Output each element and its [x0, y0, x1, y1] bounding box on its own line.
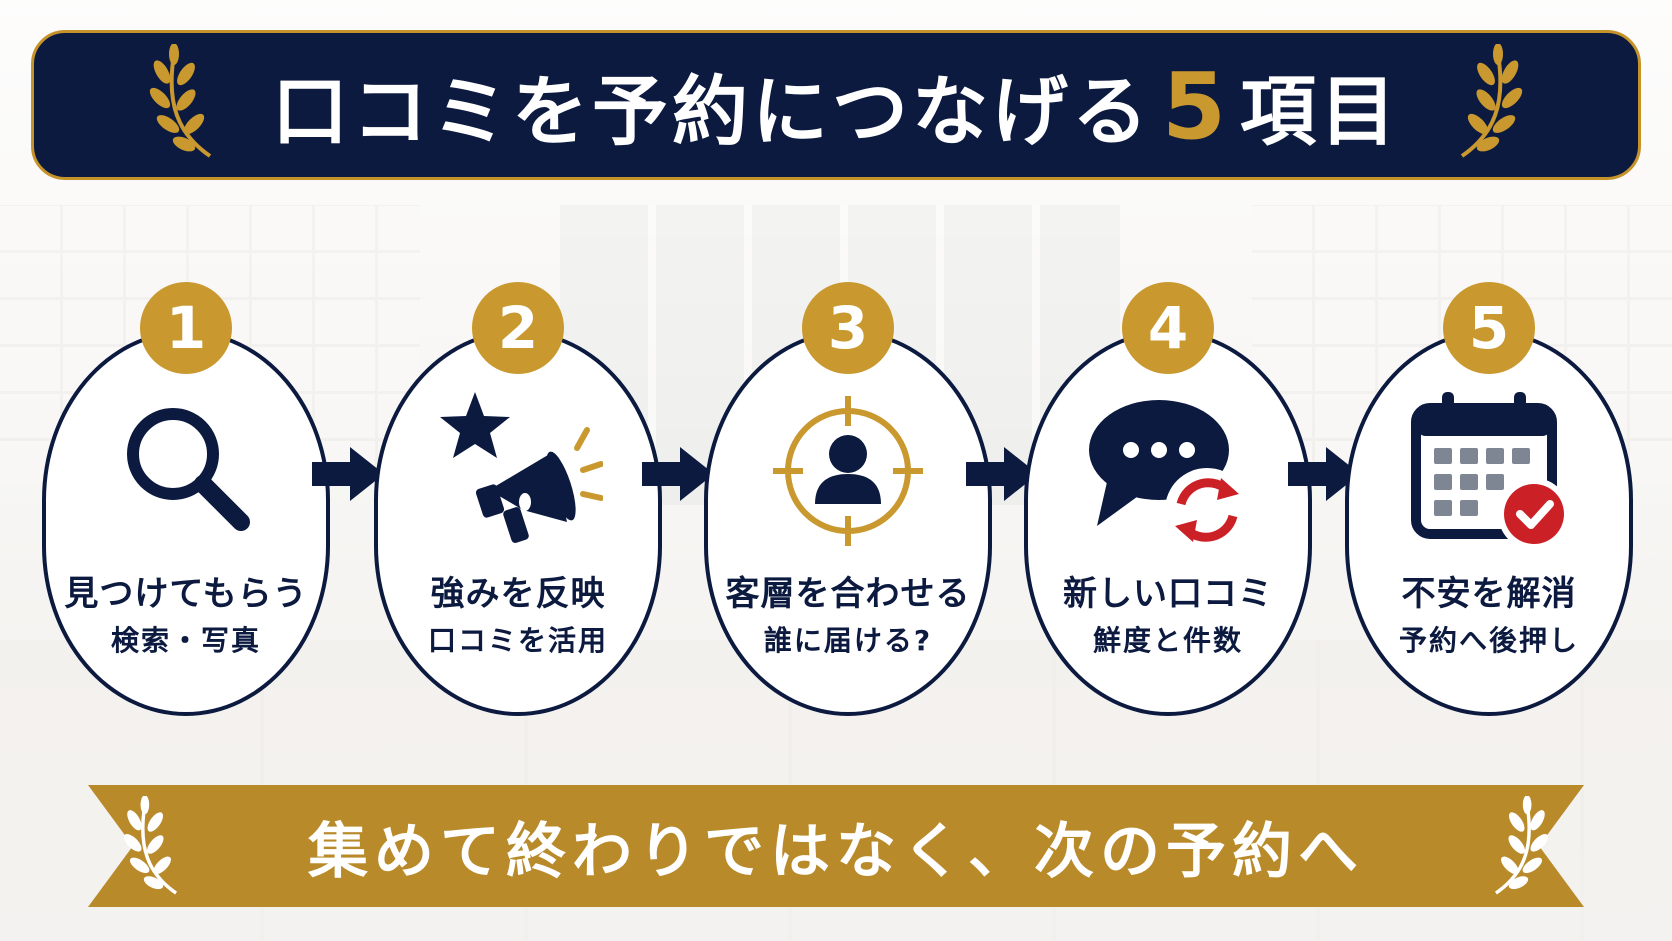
arrow-right-icon	[966, 447, 1038, 501]
title-number: 5	[1161, 53, 1230, 160]
title-prefix: 口コミを予約につなげる	[271, 67, 1152, 156]
step-card-4: 4 新しい口コミ 鮮度と件数	[1024, 282, 1312, 716]
magnifier-icon	[127, 408, 250, 531]
step-number-badge: 4	[1122, 282, 1214, 374]
laurel-left-icon	[123, 796, 178, 895]
step-number-badge: 1	[140, 282, 232, 374]
step-subtitle: 誰に届ける?	[763, 624, 933, 657]
step-title: 見つけてもらう	[64, 574, 308, 614]
step-title: 客層を合わせる	[725, 574, 971, 614]
laurel-left-icon	[149, 44, 212, 158]
step-title: 不安を解消	[1401, 574, 1577, 614]
chat-refresh-icon	[1089, 400, 1249, 552]
laurel-right-icon	[1460, 44, 1523, 158]
step-card-5: 5 不安を解消 予約へ後押し	[1345, 282, 1633, 716]
footer-banner: 集めて終わりではなく、次の予約へ	[88, 785, 1584, 907]
step-subtitle: 検索・写真	[110, 624, 261, 657]
step-subtitle: 鮮度と件数	[1092, 624, 1243, 657]
page-title: 口コミを予約につなげる 5 項目	[272, 50, 1400, 160]
step-title: 強みを反映	[430, 574, 606, 614]
footer-text: 集めて終わりではなく、次の予約へ	[308, 816, 1364, 887]
arrow-right-icon	[642, 447, 714, 501]
step-title: 新しい口コミ	[1063, 574, 1273, 614]
step-number-badge: 2	[472, 282, 564, 374]
step-subtitle: 予約へ後押し	[1398, 624, 1579, 657]
star-megaphone-icon	[440, 392, 603, 543]
laurel-right-icon	[1494, 796, 1549, 895]
arrow-right-icon	[1288, 447, 1360, 501]
step-card-2: 2 強みを反映 口コミを活用	[374, 282, 662, 716]
step-number-badge: 5	[1443, 282, 1535, 374]
step-number-badge: 3	[802, 282, 894, 374]
step-subtitle: 口コミを活用	[427, 624, 608, 657]
title-suffix: 項目	[1240, 67, 1400, 156]
title-banner: 口コミを予約につなげる 5 項目	[31, 30, 1641, 180]
step-card-3: 3 客層を合わせる 誰に届ける?	[704, 282, 992, 716]
step-card-1: 1 見つけてもらう 検索・写真	[42, 282, 330, 716]
arrow-right-icon	[312, 447, 384, 501]
target-person-icon	[773, 396, 923, 546]
calendar-check-icon	[1411, 392, 1570, 550]
